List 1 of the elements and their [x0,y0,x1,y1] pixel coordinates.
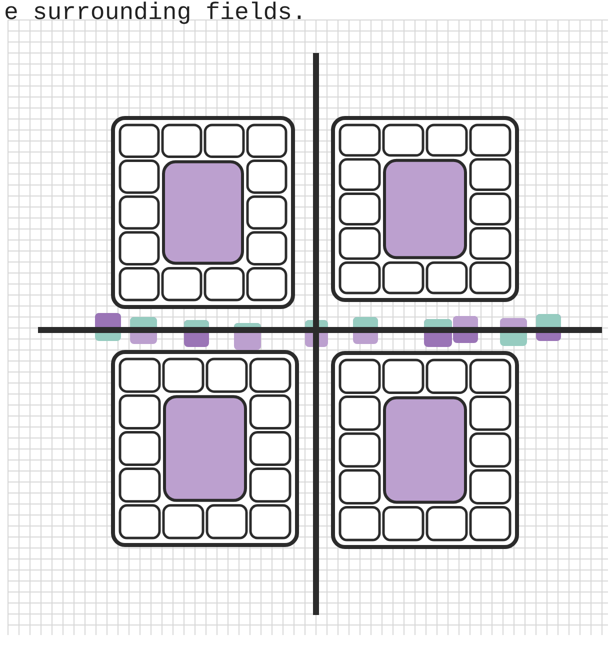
caption-text: e surrounding fields. [4,0,306,28]
